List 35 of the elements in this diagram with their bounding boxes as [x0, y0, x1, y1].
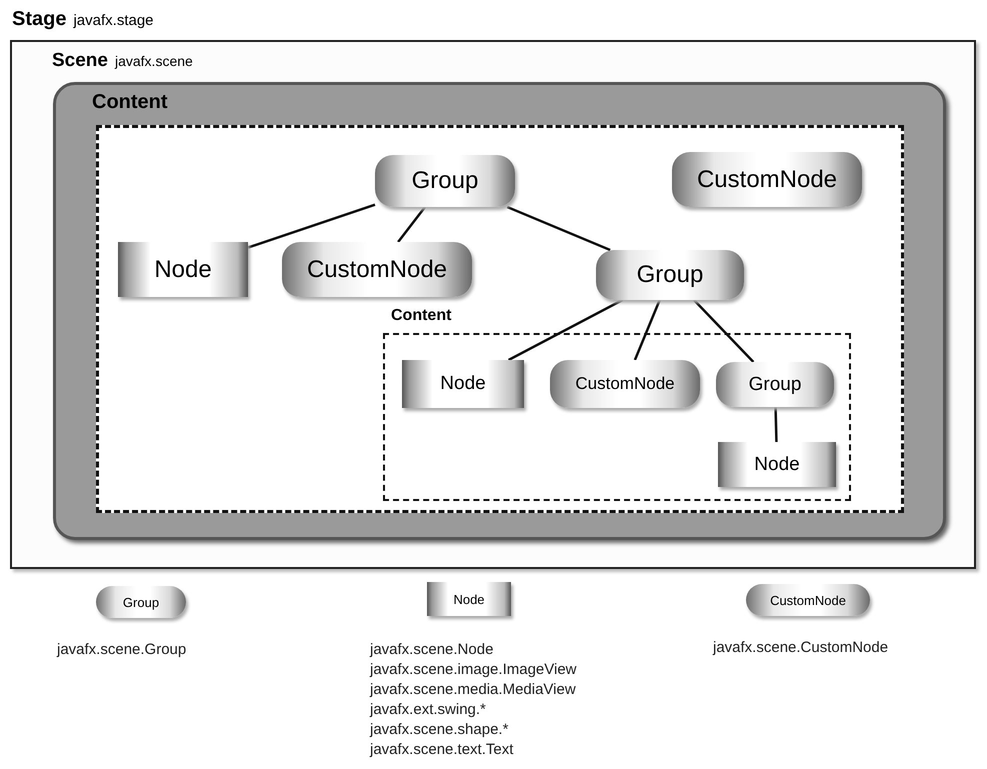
- node-box: Node: [718, 442, 836, 487]
- class-name-label: javafx.scene.image.ImageView: [370, 660, 576, 680]
- rounded-node-box: Group: [96, 586, 186, 618]
- rounded-node-box: CustomNode: [672, 152, 862, 207]
- rounded-node-box: CustomNode: [550, 360, 700, 408]
- container-title: Content: [391, 307, 452, 325]
- content-panel: [53, 82, 946, 540]
- container-title: Scene: [52, 50, 108, 72]
- class-name-label: javafx.scene.text.Text: [370, 740, 514, 760]
- package-name: javafx.stage: [73, 12, 154, 29]
- rounded-node-box: Group: [716, 362, 834, 407]
- connector-line: [506, 206, 611, 252]
- class-name-label: javafx.ext.swing.*: [370, 700, 487, 720]
- rounded-node-box: CustomNode: [746, 584, 870, 616]
- connector-line: [634, 300, 661, 360]
- connector-line: [397, 206, 426, 243]
- package-name: javafx.scene: [114, 53, 193, 69]
- container-title: Stage: [12, 8, 66, 31]
- class-name-label: javafx.scene.shape.*: [370, 720, 510, 740]
- dashed-container: [96, 125, 904, 513]
- class-name-label: javafx.scene.Group: [57, 640, 186, 660]
- container-title: Content: [92, 91, 168, 114]
- node-box: Node: [118, 242, 248, 297]
- connector-line: [774, 406, 778, 442]
- connector-line: [248, 203, 376, 249]
- class-name-label: javafx.scene.CustomNode: [713, 638, 888, 658]
- node-box: Node: [402, 360, 524, 408]
- rounded-node-box: CustomNode: [282, 242, 472, 297]
- rounded-node-box: Group: [596, 250, 744, 300]
- connector-line: [508, 298, 624, 362]
- connector-line: [693, 299, 754, 363]
- class-name-label: javafx.scene.media.MediaView: [370, 680, 576, 700]
- node-box: Node: [427, 582, 511, 616]
- class-name-label: javafx.scene.Node: [370, 640, 494, 660]
- rounded-node-box: Group: [375, 155, 515, 207]
